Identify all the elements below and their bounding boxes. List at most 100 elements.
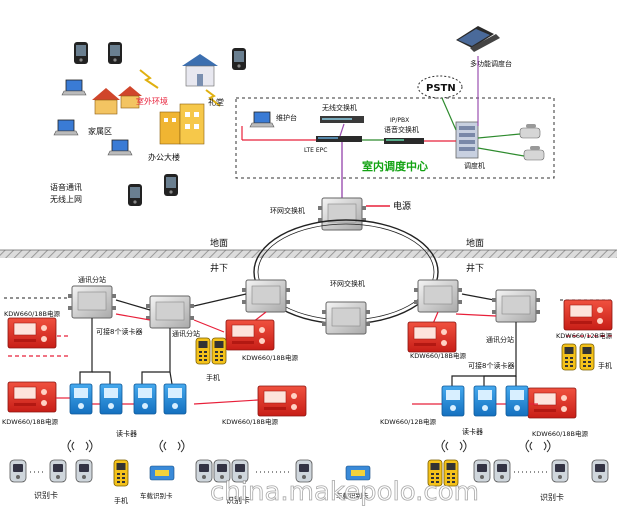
power-box-c [225, 319, 275, 351]
indoor-center-label: 室内调度中心 [362, 159, 428, 173]
right-underground: 通讯分站 可接8个读卡器 KDW660/18B电源 KDW660/12B电源 K… [336, 289, 614, 502]
left-underground: 通讯分站 通讯分站 可接8个读卡器 KDW660/18B电源 KDW660/18… [2, 275, 313, 505]
yellow-phone-icon [211, 337, 227, 365]
phone-right-label: 手机 [598, 361, 612, 370]
watermark-text: china.makepolo.com [210, 477, 479, 507]
power-box-r3 [407, 321, 457, 353]
power-l2-label: KDW660/18B电源 [2, 417, 59, 426]
power-l3-label: KDW660/18B电源 [222, 417, 279, 426]
substation-l1-label: 通讯分站 [78, 275, 106, 284]
phone-bottom-label: 手机 [114, 496, 128, 505]
ring-switch-bottom [321, 301, 371, 335]
indoor-center: 维护台 无线交换机 LTE EPC IP/PBX 语音交换机 [249, 103, 545, 173]
phone-icon [164, 174, 178, 196]
lightning-icon [205, 89, 221, 107]
underground-right-label: 井下 [466, 262, 484, 274]
substation-r-label: 通讯分站 [486, 335, 514, 344]
surface-section: 室外环境 礼堂 家属区 办公大楼 语音通讯 无线上网 维护台 无线交换机 LTE… [50, 26, 555, 206]
ippbx-label-1: IP/PBX [390, 117, 409, 124]
ring-switch-left [241, 279, 291, 313]
reader-right-3 [505, 385, 529, 417]
outdoor-env-label: 室外环境 [136, 96, 168, 106]
pstn-label: PSTN [426, 83, 456, 94]
reader-left-label: 读卡器 [116, 429, 137, 438]
maintenance-laptop-icon [249, 111, 275, 128]
laptop-icon [61, 79, 87, 96]
id-card-left-label: 识别卡 [34, 490, 58, 500]
phone-icon [128, 184, 142, 206]
yellow-phone-icon [113, 459, 129, 487]
power-box-l2 [7, 381, 57, 413]
id-card-icon [49, 459, 67, 483]
office-building-icon [159, 103, 205, 145]
ippbx-label-2: 语音交换机 [384, 125, 419, 134]
id-card-mid-label: 识别卡 [226, 495, 250, 505]
indoor-center-frame [235, 97, 555, 179]
desk-phone-icon [523, 146, 545, 161]
wireless-wave-icon [441, 439, 467, 453]
phone-mid-label: 手机 [206, 373, 220, 382]
reader-left-4 [163, 383, 187, 415]
ippbx-icon [384, 138, 424, 144]
max8-right-label: 可接8个读卡器 [468, 361, 514, 370]
ring-switch-right [413, 279, 463, 313]
maintenance-label: 维护台 [276, 113, 297, 122]
power-r3-label: KDW660/18B电源 [410, 351, 467, 360]
ring-switch-top-label: 环网交换机 [270, 206, 305, 215]
office-building-label: 办公大楼 [148, 152, 180, 162]
ring-network: 环网交换机 [241, 219, 463, 335]
reader-right-label: 读卡器 [462, 427, 483, 436]
vehicle-card-1-label: 车载识别卡 [140, 491, 173, 500]
id-card-icon [75, 459, 93, 483]
dispatcher-icon [455, 121, 479, 159]
auditorium-label: 礼堂 [208, 97, 224, 107]
reader-left-1 [69, 383, 93, 415]
id-card-icon [493, 459, 511, 483]
power-box-l3 [257, 385, 307, 417]
substation-right [491, 289, 541, 323]
power-r2-label: KDW660/12B电源 [380, 417, 437, 426]
laptop-icon [53, 119, 79, 136]
lte-epc-icon [316, 136, 362, 142]
multi-console-label: 多功能调度台 [470, 59, 512, 68]
wireless-switch-label: 无线交换机 [322, 103, 357, 112]
reader-left-2 [99, 383, 123, 415]
reader-left-3 [133, 383, 157, 415]
auditorium-icon [182, 54, 218, 87]
wireless-wave-icon [159, 439, 185, 453]
desk-phone-icon [519, 124, 541, 139]
id-card-icon [9, 459, 27, 483]
substation-left-2 [145, 295, 195, 329]
family-house-icon [92, 86, 142, 115]
id-card-icon [591, 459, 609, 483]
power-top-label: 电源 [393, 200, 411, 212]
yellow-phone-icon [579, 343, 595, 371]
wireless-switch-icon [320, 116, 364, 123]
id-card-right-label: 识别卡 [540, 492, 564, 502]
reader-right-1 [441, 385, 465, 417]
ring-switch-top: 电源 环网交换机 [270, 197, 411, 231]
power-box-l4 [527, 387, 577, 419]
outdoor-cluster: 室外环境 礼堂 家属区 办公大楼 语音通讯 无线上网 [50, 42, 246, 206]
power-box-r1 [563, 299, 613, 331]
phone-icon [74, 42, 88, 64]
power-box-l1 [7, 317, 57, 349]
lte-epc-label: LTE EPC [304, 147, 327, 154]
substation-left-1 [67, 285, 117, 319]
power-l4-label: KDW660/18B电源 [532, 429, 589, 438]
underground-left-label: 井下 [210, 262, 228, 274]
max8-left-label: 可接8个读卡器 [96, 327, 142, 336]
laptop-icon [107, 139, 133, 156]
phone-icon [232, 48, 246, 70]
wireless-wave-icon [525, 439, 551, 453]
vehicle-card-2-label: 车载识别卡 [336, 491, 369, 500]
vehicle-card-icon [345, 465, 371, 481]
yellow-phone-icon [195, 337, 211, 365]
phone-icon [108, 42, 122, 64]
surface-links [241, 56, 525, 200]
reader-right-2 [473, 385, 497, 417]
wireless-net-label: 无线上网 [50, 194, 82, 204]
wireless-wave-icon [67, 439, 93, 453]
power-c-label: KDW660/18B电源 [242, 353, 299, 362]
